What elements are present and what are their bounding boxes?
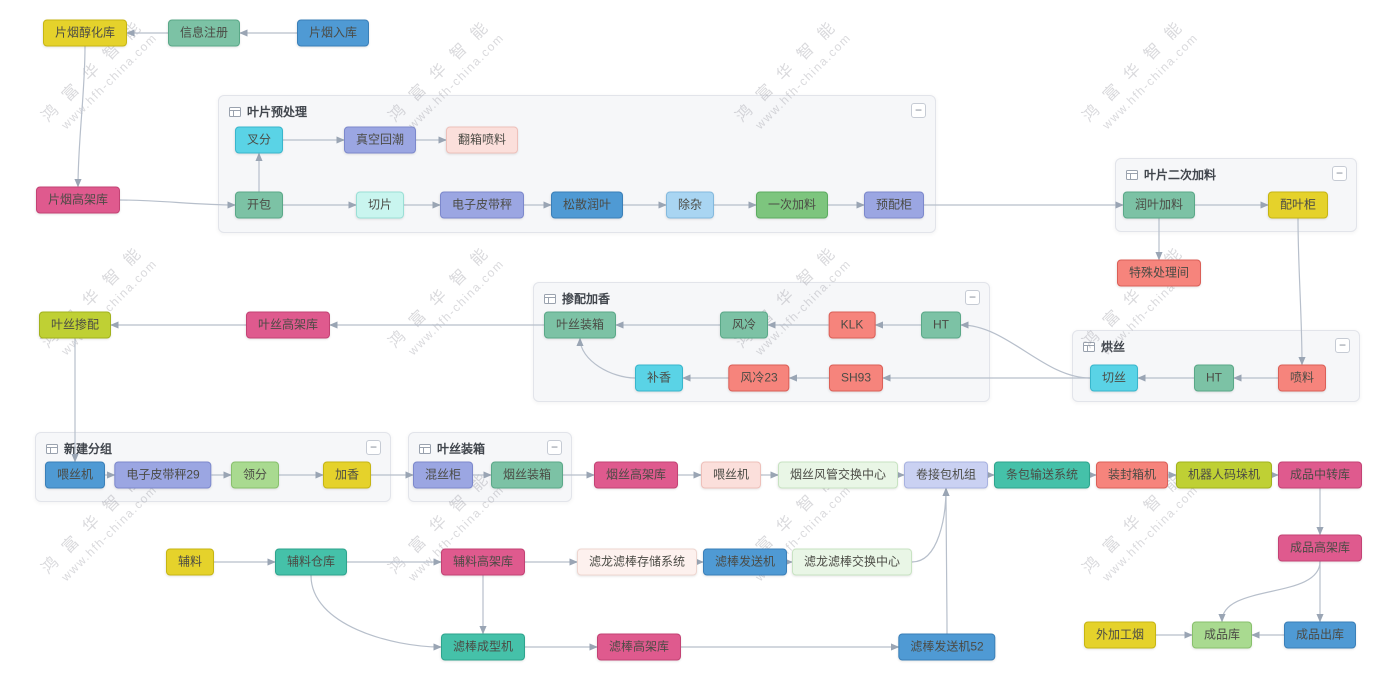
node-pyg[interactable]: 配叶柜 [1267,191,1329,219]
node-chuza[interactable]: 除杂 [665,191,715,219]
group-icon [544,293,556,305]
node-wsj2[interactable]: 喂丝机 [700,461,762,489]
node-lbcxj[interactable]: 滤棒成型机 [440,633,526,661]
node-flgjk[interactable]: 辅料高架库 [440,548,526,576]
group-icon [46,443,58,455]
collapse-button[interactable]: − [547,440,562,455]
node-lbgjk[interactable]: 滤棒高架库 [596,633,682,661]
node-xxzc[interactable]: 信息注册 [167,19,241,47]
edge-cpgjk-cpk [1218,561,1321,623]
group-icon [419,443,431,455]
node-jiaxiang[interactable]: 加香 [322,461,372,489]
node-ryjl[interactable]: 润叶加料 [1122,191,1196,219]
collapse-button[interactable]: − [366,440,381,455]
node-lbfsj[interactable]: 滤棒发送机 [702,548,788,576]
watermark-brand: 鸿富华智能 [1079,10,1195,126]
node-chafen[interactable]: 叉分 [234,126,284,154]
node-zfxj[interactable]: 装封箱机 [1095,461,1169,489]
node-ysfg[interactable]: 烟丝风管交换中心 [777,461,899,489]
node-kaibao[interactable]: 开包 [234,191,284,219]
node-penliao[interactable]: 喷料 [1277,364,1327,392]
node-ycjl[interactable]: 一次加料 [755,191,829,219]
node-jqr[interactable]: 机器人码垛机 [1175,461,1273,489]
node-cpck[interactable]: 成品出库 [1283,621,1357,649]
collapse-button[interactable]: − [965,290,980,305]
node-lingfen[interactable]: 领分 [230,461,280,489]
node-qiepian[interactable]: 切片 [355,191,405,219]
group-title: 叶片二次加料 [1144,168,1217,182]
node-pyrk[interactable]: 片烟入库 [296,19,370,47]
node-fengleng[interactable]: 风冷 [719,311,769,339]
node-flck[interactable]: 辅料仓库 [274,548,348,576]
node-ht2[interactable]: HT [921,311,961,339]
node-cpgjk[interactable]: 成品高架库 [1277,534,1363,562]
node-yscp[interactable]: 叶丝掺配 [38,311,112,339]
group-icon [229,106,241,118]
node-cpzzk[interactable]: 成品中转库 [1277,461,1363,489]
edge-flck-lbcxj [310,575,442,651]
node-klk[interactable]: KLK [828,311,876,339]
node-lbfsj52[interactable]: 滤棒发送机52 [898,633,996,661]
group-title: 新建分组 [64,442,113,456]
watermark-brand: 鸿富华智能 [732,462,848,578]
watermark-url: www.hfh-china.com [1099,30,1201,132]
node-ysgjk2[interactable]: 烟丝高架库 [593,461,679,489]
node-hsg[interactable]: 混丝柜 [412,461,474,489]
node-ht1[interactable]: HT [1194,364,1234,392]
node-llcc[interactable]: 滤龙滤棒存储系统 [576,548,698,576]
node-fxpl[interactable]: 翻箱喷料 [445,126,519,154]
watermark-brand: 鸿富华智能 [1079,462,1195,578]
watermark-url: www.hfh-china.com [405,256,507,358]
node-wsj1[interactable]: 喂丝机 [44,461,106,489]
edge-lbfsj52-jjbjz [942,487,950,634]
node-wjgy[interactable]: 外加工烟 [1083,621,1157,649]
node-jjbjz[interactable]: 卷接包机组 [903,461,989,489]
node-ypg[interactable]: 预配柜 [863,191,925,219]
node-tscl[interactable]: 特殊处理间 [1116,259,1202,287]
node-ysz1[interactable]: 叶丝装箱 [543,311,617,339]
node-zkhc[interactable]: 真空回潮 [343,126,417,154]
node-fl23[interactable]: 风冷23 [728,364,790,392]
watermark-brand: 鸿富华智能 [38,236,154,352]
node-yszx[interactable]: 烟丝装箱 [490,461,564,489]
node-tbss[interactable]: 条包输送系统 [993,461,1091,489]
collapse-button[interactable]: − [1332,166,1347,181]
node-dzpdc[interactable]: 电子皮带秤 [439,191,525,219]
node-pygjk[interactable]: 片烟高架库 [35,186,121,214]
group-icon [1126,169,1138,181]
collapse-button[interactable]: − [911,103,926,118]
group-title: 掺配加香 [562,292,611,306]
collapse-button[interactable]: − [1335,338,1350,353]
node-lljh[interactable]: 滤龙滤棒交换中心 [791,548,913,576]
group-icon [1083,341,1095,353]
group-title: 叶丝装箱 [437,442,486,456]
node-qiesi[interactable]: 切丝 [1089,364,1139,392]
group-title: 叶片预处理 [247,105,308,119]
edge-pyhck-pygjk [74,46,86,188]
node-cpk[interactable]: 成品库 [1191,621,1253,649]
node-fuliao[interactable]: 辅料 [165,548,215,576]
edge-lljh-jjbjz [911,487,950,563]
node-ssry[interactable]: 松散润叶 [550,191,624,219]
node-pyhck[interactable]: 片烟醇化库 [42,19,128,47]
node-dzpdc29[interactable]: 电子皮带秤29 [114,461,212,489]
node-buxiang[interactable]: 补香 [634,364,684,392]
watermark-url: www.hfh-china.com [58,256,160,358]
node-ysgjk[interactable]: 叶丝高架库 [245,311,331,339]
group-title: 烘丝 [1101,340,1126,354]
node-sh93[interactable]: SH93 [828,364,884,392]
